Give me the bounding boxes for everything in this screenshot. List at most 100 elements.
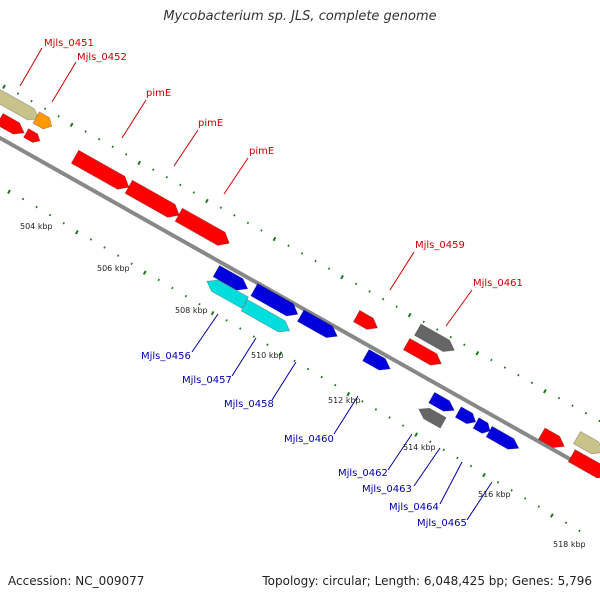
feature-mjls-0459[interactable] (352, 309, 379, 330)
tick-mark-lower (510, 489, 513, 492)
gene-label-mjls-0461[interactable]: Mjls_0461 (473, 278, 523, 289)
feature-pime-3[interactable] (174, 207, 230, 246)
feature-orange[interactable] (32, 111, 53, 130)
tick-mark-lower (62, 221, 65, 225)
tick-mark-upper (422, 320, 425, 324)
accession-text: Accession: NC_009077 (8, 574, 145, 588)
gene-label-pime-3[interactable]: pimE (249, 146, 274, 157)
feature-mjls-0457[interactable] (240, 299, 291, 333)
tick-mark-lower (225, 319, 228, 322)
tick-mark-upper (517, 373, 520, 377)
tick-mark-upper (571, 404, 574, 407)
tick-mark-upper (111, 145, 114, 149)
gene-label-mjls-0459[interactable]: Mjls_0459 (415, 240, 465, 251)
feature-red-small[interactable] (23, 128, 41, 143)
tick-mark-upper (2, 84, 6, 89)
label-line-pime-3 (223, 157, 249, 195)
tick-mark-upper (219, 206, 223, 209)
tick-mark-lower (266, 343, 269, 346)
feature-mjls-0460[interactable] (362, 348, 391, 371)
tick-mark-upper (192, 191, 196, 194)
tick-mark-upper (407, 312, 412, 318)
gene-label-mjls-0458[interactable]: Mjls_0458 (224, 399, 274, 410)
scale-label-508: 508 kbp (175, 306, 208, 315)
tick-mark-upper (152, 168, 155, 171)
tick-mark-upper (503, 366, 507, 369)
tick-mark-lower (496, 481, 500, 484)
scale-label-506: 506 kbp (97, 264, 130, 273)
feature-mjls-0465[interactable] (485, 425, 520, 450)
feature-red-right-2[interactable] (567, 449, 600, 479)
gene-label-mjls-0460[interactable]: Mjls_0460 (284, 434, 334, 445)
tick-mark-upper (165, 175, 168, 179)
tick-mark-upper (16, 92, 20, 95)
tick-mark-upper (84, 130, 87, 133)
tick-mark-lower (456, 456, 459, 460)
label-line-0465 (466, 481, 493, 521)
tick-mark-lower (171, 286, 174, 290)
gene-label-mjls-0457[interactable]: Mjls_0457 (182, 375, 232, 386)
feature-mjls-0458[interactable] (296, 309, 338, 339)
feature-mjls-0457-top[interactable] (250, 283, 299, 317)
gene-label-mjls-0463[interactable]: Mjls_0463 (362, 484, 412, 495)
tick-mark-lower (346, 391, 351, 397)
tick-mark-lower (320, 375, 323, 379)
gene-label-mjls-0451[interactable]: Mjls_0451 (44, 38, 94, 49)
tick-mark-lower (564, 521, 568, 525)
feature-pime-2[interactable] (124, 179, 180, 218)
gene-label-mjls-0452[interactable]: Mjls_0452 (77, 52, 127, 63)
gene-label-pime-2[interactable]: pimE (198, 118, 223, 129)
feature-red-0451[interactable] (0, 112, 25, 135)
tick-mark-upper (260, 229, 263, 232)
feature-mjls-0462[interactable] (428, 391, 455, 412)
feature-mjls-0463[interactable] (454, 406, 477, 425)
gene-label-mjls-0462[interactable]: Mjls_0462 (338, 468, 388, 479)
tick-mark-upper (436, 328, 439, 331)
gene-label-mjls-0464[interactable]: Mjls_0464 (389, 502, 439, 513)
feature-mjls-0456[interactable] (206, 279, 249, 310)
tick-mark-lower (482, 472, 486, 478)
gene-label-pime-1[interactable]: pimE (146, 88, 171, 99)
backbone-line (0, 136, 600, 478)
tick-mark-lower (278, 351, 283, 356)
feature-red-right-1[interactable] (537, 427, 565, 449)
tick-mark-lower (142, 270, 147, 275)
tick-mark-lower (130, 262, 133, 265)
tick-mark-upper (543, 389, 547, 394)
feature-khaki-2[interactable] (572, 430, 600, 455)
tick-mark-upper (475, 350, 480, 356)
scale-label-514: 514 kbp (403, 443, 436, 452)
gene-label-mjls-0465[interactable]: Mjls_0465 (417, 518, 467, 529)
tick-mark-lower (157, 278, 160, 282)
gene-label-lines (19, 47, 493, 521)
feature-gray-1[interactable] (413, 323, 455, 353)
label-line-pime-1 (121, 99, 147, 139)
tick-mark-lower (401, 424, 405, 427)
feature-pime-1[interactable] (70, 149, 130, 190)
tick-mark-lower (7, 189, 11, 194)
feature-khaki-1[interactable] (0, 89, 40, 121)
scale-label-516: 516 kbp (478, 490, 511, 499)
scale-label-504: 504 kbp (20, 222, 53, 231)
feature-blue-1[interactable] (212, 264, 249, 291)
tick-mark-lower (414, 432, 419, 437)
gene-label-mjls-0456[interactable]: Mjls_0456 (141, 351, 191, 362)
tick-mark-lower (103, 246, 106, 249)
tick-mark-lower (537, 505, 540, 508)
tick-mark-upper (233, 214, 236, 217)
feature-mjls-0464[interactable] (472, 417, 491, 434)
scale-label-510: 510 kbp (251, 351, 284, 360)
tick-mark-upper (314, 259, 317, 263)
feature-mjls-0461[interactable] (402, 337, 442, 366)
tick-mark-upper (246, 221, 250, 225)
features (0, 89, 600, 479)
feature-gray-2[interactable] (418, 407, 447, 429)
tick-mark-upper (463, 343, 466, 346)
tick-mark-upper (327, 267, 331, 270)
tick-mark-lower (198, 302, 201, 306)
tick-mark-lower (75, 229, 79, 235)
tick-mark-upper (381, 297, 385, 301)
tick-mark-upper (368, 290, 371, 293)
tick-mark-lower (210, 310, 215, 316)
